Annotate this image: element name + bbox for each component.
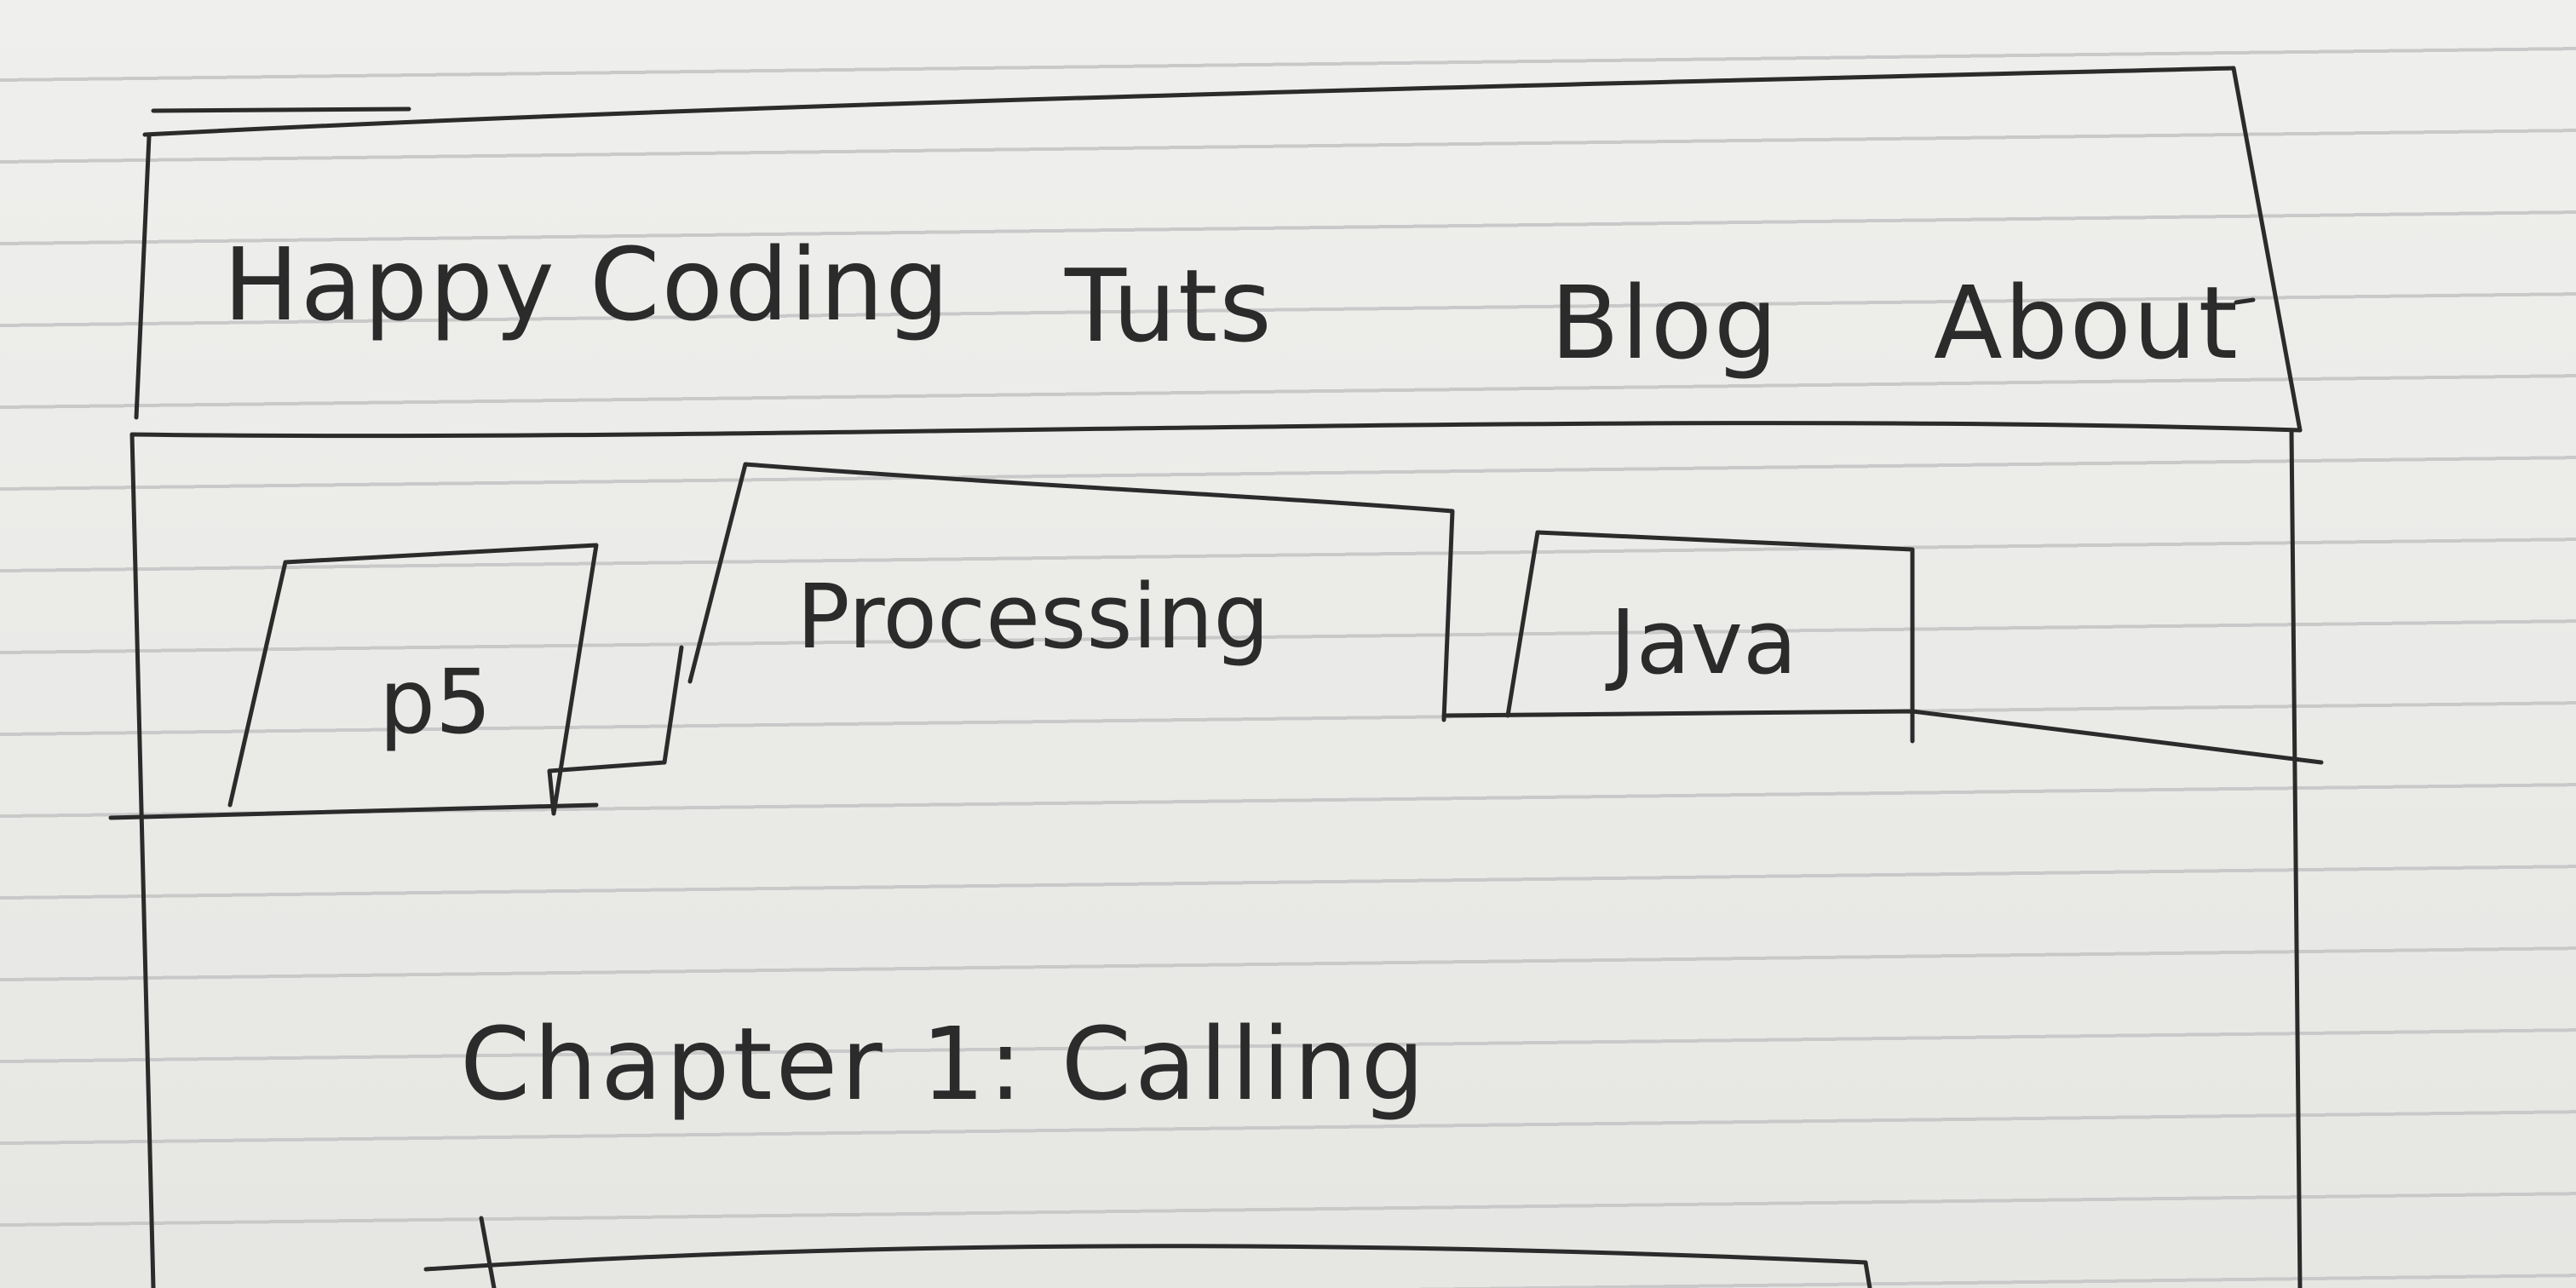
tab-p5-outline: [227, 543, 599, 816]
tab-baseline-left: [108, 802, 599, 820]
chapter-title: Chapter 1: Calling: [460, 1005, 1428, 1123]
nav-blog-label: Blog: [1550, 264, 1780, 382]
header-bottom-border: [129, 421, 2303, 439]
tab-baseline-right: [1441, 709, 2324, 765]
tab-processing-label: Processing: [796, 565, 1269, 669]
tab-java[interactable]: Java: [1505, 530, 1915, 744]
tab-strip: p5 Processing Java: [108, 462, 2324, 820]
page-frame: [129, 66, 2303, 1288]
tab-java-outline: [1505, 530, 1915, 744]
content-box-left: [479, 1216, 497, 1288]
header-bar: Happy Coding Tuts Blog About: [129, 106, 2303, 439]
tab-java-label: Java: [1605, 590, 1797, 694]
header-edge-tick: [2234, 297, 2256, 305]
tab-p5[interactable]: p5: [227, 543, 684, 816]
nav-about-label: About: [1934, 264, 2240, 382]
content-box-right: [1863, 1260, 1872, 1288]
site-title[interactable]: Happy Coding: [223, 226, 951, 343]
tab-p5-joint: [547, 645, 684, 816]
content-box-top: [423, 1244, 1868, 1272]
tab-p5-label: p5: [379, 650, 492, 754]
header-top-stroke: [151, 106, 411, 113]
nav-item-about[interactable]: About: [1934, 264, 2240, 382]
tab-processing[interactable]: Processing: [687, 462, 1455, 722]
main-content: Chapter 1: Calling: [423, 1005, 1872, 1288]
nav-item-blog[interactable]: Blog: [1550, 264, 1780, 382]
nav-item-tuts[interactable]: Tuts: [1064, 247, 1274, 365]
nav-tuts-label: Tuts: [1064, 247, 1274, 365]
tab-processing-outline: [687, 462, 1455, 722]
